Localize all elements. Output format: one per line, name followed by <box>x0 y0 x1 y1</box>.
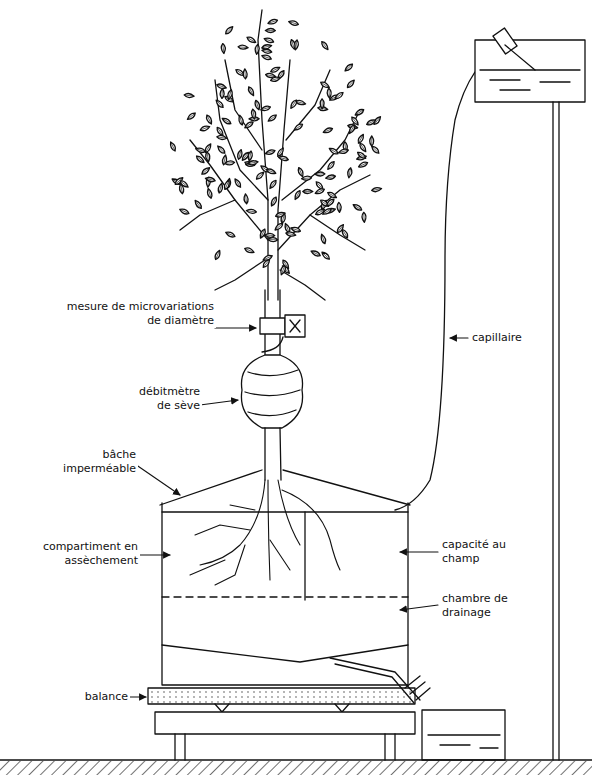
tarp-label: bâche imperméable <box>48 448 138 476</box>
ground <box>0 760 592 775</box>
drainage-bottle <box>330 658 505 760</box>
tree-branches <box>180 10 370 300</box>
trunk <box>265 428 281 480</box>
leader-arrows <box>128 328 468 697</box>
compartment-label: compartiment en assèchement <box>28 540 140 568</box>
roots <box>190 480 340 585</box>
balance-label: balance <box>80 690 130 704</box>
field-capacity-label: capacité au champ <box>440 538 512 566</box>
diameter-sensor <box>260 315 305 352</box>
water-reservoir <box>475 28 585 760</box>
impermeable-tarp <box>160 470 410 505</box>
capillary-label: capillaire <box>470 331 544 345</box>
measurement-label: mesure de microvariations de diamètre <box>50 300 216 328</box>
balance <box>148 688 415 760</box>
drainage-chamber-label: chambre de drainage <box>440 592 514 620</box>
sap-flowmeter <box>241 355 302 428</box>
tree-leaves <box>169 18 382 275</box>
capillary-tube <box>395 48 505 510</box>
flowmeter-label: débitmètre de sève <box>128 385 202 413</box>
root-container <box>162 503 408 685</box>
